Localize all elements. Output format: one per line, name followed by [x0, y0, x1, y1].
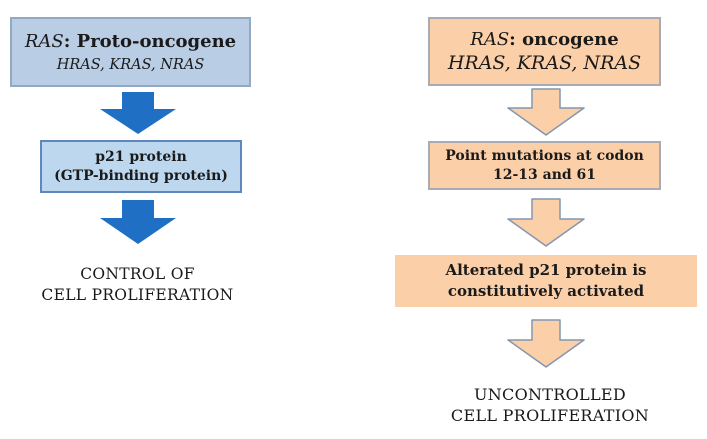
- control-outcome-line1: CONTROL OF: [80, 265, 195, 283]
- p21-protein-line1: p21 protein: [95, 148, 187, 165]
- altered-p21-line2: constitutively activated: [447, 282, 645, 300]
- control-outcome-text: CONTROL OF CELL PROLIFERATION: [15, 264, 260, 306]
- altered-p21-box: Alterated p21 protein is constitutively …: [395, 255, 697, 307]
- proto-oncogene-genes-list: HRAS, KRAS, NRAS: [56, 56, 205, 73]
- uncontrolled-outcome-line1: UNCONTROLLED: [473, 385, 627, 404]
- ras-gene-name: RAS: [470, 29, 510, 50]
- down-arrow-icon: [507, 319, 585, 368]
- down-arrow-icon: [100, 92, 176, 134]
- uncontrolled-outcome-text: UNCONTROLLED CELL PROLIFERATION: [425, 384, 675, 426]
- proto-oncogene-label: : Proto-oncogene: [63, 30, 237, 52]
- p21-protein-box: p21 protein (GTP-binding protein): [40, 140, 242, 193]
- proto-oncogene-title: RAS: Proto-oncogene: [25, 31, 236, 53]
- oncogene-label: : oncogene: [509, 29, 619, 50]
- point-mutations-line1: Point mutations at codon: [445, 147, 644, 164]
- oncogene-title: RAS: oncogene: [470, 29, 618, 50]
- control-outcome-line2: CELL PROLIFERATION: [41, 286, 234, 304]
- down-arrow-icon: [507, 198, 585, 247]
- oncogene-box: RAS: oncogene HRAS, KRAS, NRAS: [428, 17, 661, 86]
- proto-oncogene-box: RAS: Proto-oncogene HRAS, KRAS, NRAS: [10, 17, 251, 87]
- point-mutations-box: Point mutations at codon 12-13 and 61: [428, 141, 661, 190]
- uncontrolled-outcome-line2: CELL PROLIFERATION: [450, 406, 650, 425]
- point-mutations-line2: 12-13 and 61: [492, 166, 597, 183]
- p21-protein-line2: (GTP-binding protein): [54, 167, 228, 184]
- oncogene-genes-list: HRAS, KRAS, NRAS: [447, 52, 642, 74]
- ras-gene-name: RAS: [24, 30, 64, 52]
- down-arrow-icon: [507, 88, 585, 136]
- altered-p21-line1: Alterated p21 protein is: [445, 261, 647, 279]
- down-arrow-icon: [100, 200, 176, 244]
